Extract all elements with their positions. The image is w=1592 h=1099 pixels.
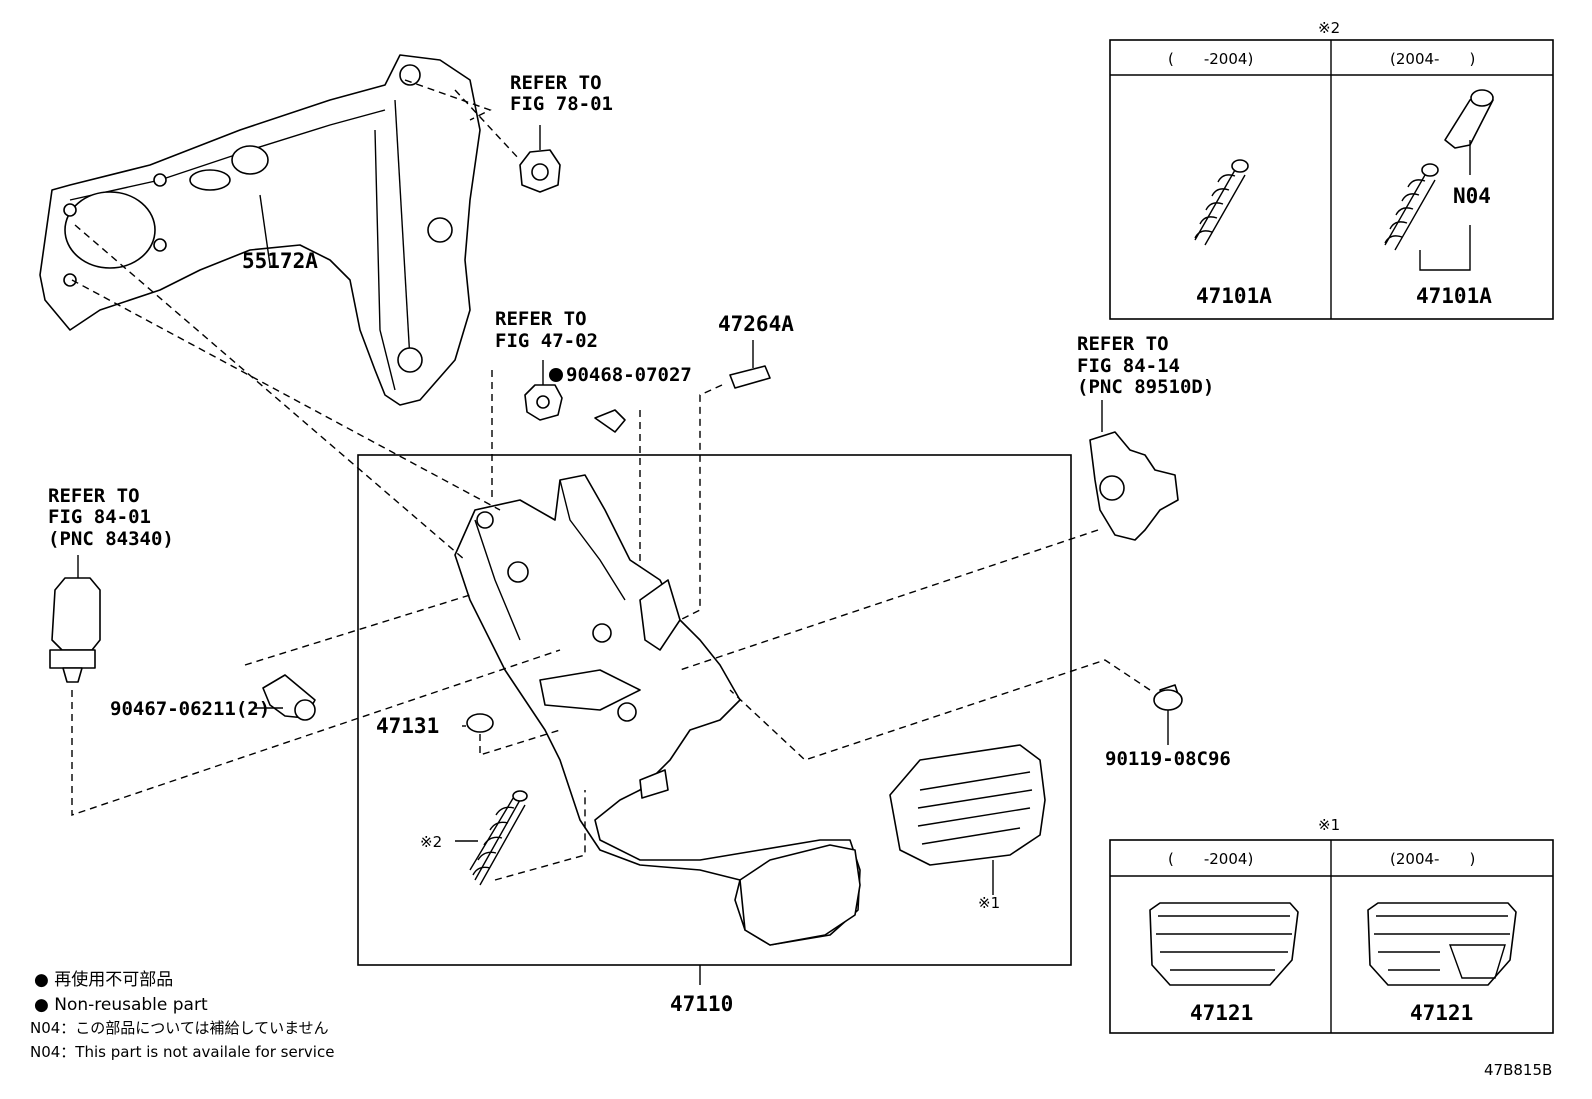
pad-table-col2-header: (2004- ) <box>1390 850 1475 868</box>
pad-table-marker: ※1 <box>1318 816 1340 834</box>
figure-id: 47B815B <box>1484 1061 1552 1079</box>
legend-line4: N04：This part is not availale for servic… <box>30 1043 334 1061</box>
part-label-55172A: 55172A <box>242 249 318 273</box>
connector-drawing <box>679 400 1179 671</box>
stop-switch-drawing <box>49 555 561 816</box>
part-label-90119-08C96: 90119-08C96 <box>1105 748 1231 770</box>
spring-mark: ※2 <box>420 833 442 851</box>
bracket-55172A-drawing <box>39 54 481 406</box>
spring-table-col2-part: 47101A <box>1416 284 1492 308</box>
pin-47264A-drawing <box>679 340 771 621</box>
part-label-47110: 47110 <box>670 992 733 1016</box>
callout-refer-84-14-line2: FIG 84-14 <box>1077 355 1180 377</box>
callout-refer-84-01-line3: (PNC 84340) <box>48 528 174 550</box>
part-label-90467-06211: 90467-06211(2) <box>110 698 270 720</box>
spring-table <box>1109 39 1554 320</box>
bolt-90119-drawing <box>729 659 1183 761</box>
spring-table-col2-header: (2004- ) <box>1390 50 1475 68</box>
pedal-pad-drawing <box>889 744 1046 895</box>
part-label-47264A: 47264A <box>718 312 794 336</box>
callout-refer-78-line2: FIG 78-01 <box>510 93 613 115</box>
spring-table-col1-header: ( -2004) <box>1168 50 1253 68</box>
pad-table-col2-part: 47121 <box>1410 1001 1473 1025</box>
part-label-47131: 47131 <box>376 714 439 738</box>
spring-drawing <box>455 790 586 886</box>
pad-table-col1-header: ( -2004) <box>1168 850 1253 868</box>
pad-mark: ※1 <box>978 894 1000 912</box>
clip-90467-drawing <box>244 594 471 721</box>
spring-table-marker: ※2 <box>1318 19 1340 37</box>
part-label-90468-07027: 90468-07027 <box>566 364 692 386</box>
legend-line1: ● 再使用不可部品 <box>34 969 173 990</box>
pad-table-col1-part: 47121 <box>1190 1001 1253 1025</box>
legend-line2: ● Non-reusable part <box>34 995 208 1015</box>
pedal-assembly-drawing <box>454 474 861 946</box>
cushion-47131-drawing <box>462 713 561 756</box>
callout-refer-84-01-line2: FIG 84-01 <box>48 506 151 528</box>
callout-refer-84-14-line1: REFER TO <box>1077 333 1169 355</box>
callout-refer-84-01-line1: REFER TO <box>48 485 140 507</box>
callout-refer-78-line1: REFER TO <box>510 72 602 94</box>
spring-table-n04: N04 <box>1453 184 1491 208</box>
callout-refer-47-line1: REFER TO <box>495 308 587 330</box>
pad-table <box>1109 839 1554 1034</box>
spring-table-col1-part: 47101A <box>1196 284 1272 308</box>
legend-line3: N04：この部品については補給していません <box>30 1019 329 1037</box>
callout-refer-84-14-line3: (PNC 89510D) <box>1077 376 1214 398</box>
callout-refer-47-line2: FIG 47-02 <box>495 330 598 352</box>
assembly-47110-frame <box>357 454 1072 966</box>
